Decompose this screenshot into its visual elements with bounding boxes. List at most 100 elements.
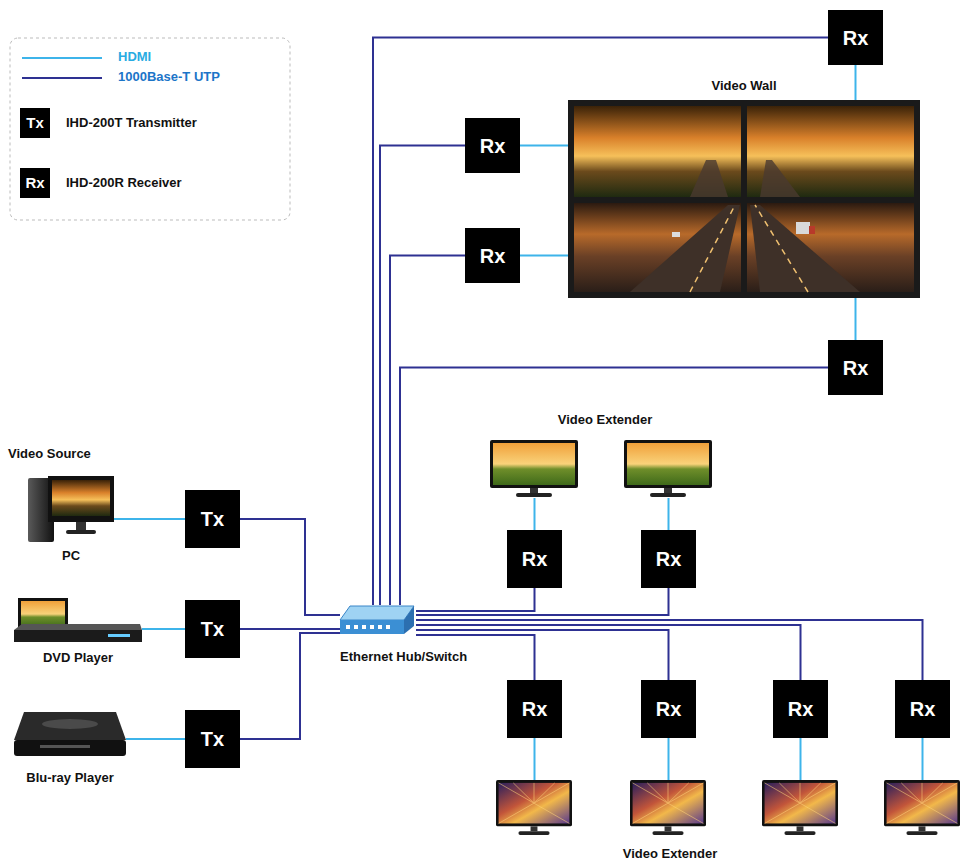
video-source: PC — [28, 472, 114, 564]
utp-cable — [240, 633, 340, 739]
extender-monitor — [884, 780, 960, 835]
switch-ports — [346, 625, 390, 629]
hdmi-monitor-leads — [535, 498, 923, 780]
receiver-box: Rx — [465, 228, 520, 283]
label-slot: Rx — [20, 168, 50, 198]
bluray-front — [14, 740, 126, 756]
box-label: Tx — [201, 727, 224, 751]
receiver-box: Rx — [465, 118, 520, 173]
box-label: Rx — [656, 547, 682, 571]
hdmi-lead — [668, 498, 670, 530]
utp-cable — [240, 519, 340, 615]
box-label: Rx — [843, 26, 869, 50]
receiver-box: Rx — [641, 530, 696, 588]
car — [672, 232, 680, 237]
node-label: DVD Player — [14, 650, 142, 666]
hdmi-cable — [126, 738, 185, 740]
hdmi-lead — [534, 498, 536, 530]
box-label: Tx — [201, 507, 224, 531]
label-slot: Video Extender — [570, 846, 770, 862]
group-label: Video Extender — [570, 846, 770, 862]
dvd-front — [14, 630, 142, 642]
legend-entry: 1000Base-T UTP — [118, 69, 220, 85]
box-label: Rx — [656, 697, 682, 721]
legend-hdmi-line — [22, 57, 102, 59]
video-wall-frame — [568, 100, 920, 298]
bluray-sheen — [42, 719, 98, 729]
wall-panel — [747, 203, 914, 292]
legend-entry: IHD-200T Transmitter — [66, 115, 197, 131]
group-label: Video Source — [8, 446, 168, 462]
transmitter-box: Tx — [185, 490, 240, 548]
node-label: PC — [28, 548, 114, 564]
pc-stand — [76, 522, 86, 530]
switch-port — [362, 625, 366, 629]
group-label: Video Extender — [505, 412, 705, 428]
extender-monitor — [630, 780, 706, 835]
legend-symbol-label: Rx — [25, 175, 44, 191]
icon-area — [340, 605, 416, 635]
label-slot: Tx — [20, 108, 50, 138]
box-label: Tx — [201, 617, 224, 641]
extender-monitor — [496, 780, 572, 835]
utp-cable — [416, 620, 923, 680]
legend-text: 1000Base-T UTP — [118, 69, 220, 85]
wall-panel — [747, 106, 914, 197]
hdmi-lead — [800, 738, 802, 780]
box-label: Rx — [910, 697, 936, 721]
switch-side — [404, 606, 414, 634]
icon-area — [14, 706, 126, 758]
receiver-box: Rx — [507, 680, 562, 738]
icon-area — [568, 100, 920, 298]
switch-port — [370, 625, 374, 629]
receiver-box: Rx — [828, 10, 883, 65]
bluray-tray — [40, 745, 90, 748]
truck-cab — [809, 226, 815, 234]
legend-utp-line — [22, 77, 102, 79]
legend-entry: HDMI — [118, 49, 151, 65]
legend-rx-square — [20, 168, 50, 198]
icon-area — [14, 596, 142, 644]
utp-cable — [400, 368, 828, 606]
legend-text: IHD-200T Transmitter — [66, 115, 197, 131]
extender-monitor — [624, 440, 712, 497]
video-source: Blu-ray Player — [14, 706, 126, 786]
dvd-display — [108, 634, 130, 637]
node-label: Ethernet Hub/Switch — [340, 649, 467, 665]
dvd-top — [14, 624, 142, 630]
utp-cable — [390, 256, 465, 606]
extender-monitor — [490, 440, 578, 497]
switch-port — [346, 625, 350, 629]
hdmi-cable — [114, 518, 185, 520]
road — [750, 205, 860, 292]
node-label: Video Wall — [568, 78, 920, 94]
hdmi-cable — [142, 628, 185, 630]
box-label: Rx — [522, 547, 548, 571]
box-label: Rx — [788, 697, 814, 721]
road-markings — [690, 205, 808, 292]
hdmi-cable — [520, 145, 568, 147]
switch-port — [354, 625, 358, 629]
switch-port — [378, 625, 382, 629]
pc-monitor — [48, 476, 114, 522]
utp-cable — [416, 588, 669, 615]
receiver-box: Rx — [507, 530, 562, 588]
ethernet-switch: Ethernet Hub/Switch — [340, 605, 467, 665]
video-wall: Video Wall — [568, 78, 920, 298]
dvd-screen — [21, 601, 65, 627]
road — [630, 205, 740, 292]
switch-top — [340, 606, 414, 620]
switch-front — [340, 620, 404, 634]
node-label: Blu-ray Player — [14, 770, 126, 786]
legend-symbol-label: Tx — [26, 115, 44, 131]
legend-tx-square — [20, 108, 50, 138]
receiver-box: Rx — [895, 680, 950, 738]
hdmi-lead — [922, 738, 924, 780]
utp-cable — [373, 38, 828, 606]
video-source: DVD Player — [14, 596, 142, 666]
hdmi-cable — [855, 298, 857, 340]
hdmi-cable — [520, 255, 568, 257]
road — [690, 160, 728, 197]
